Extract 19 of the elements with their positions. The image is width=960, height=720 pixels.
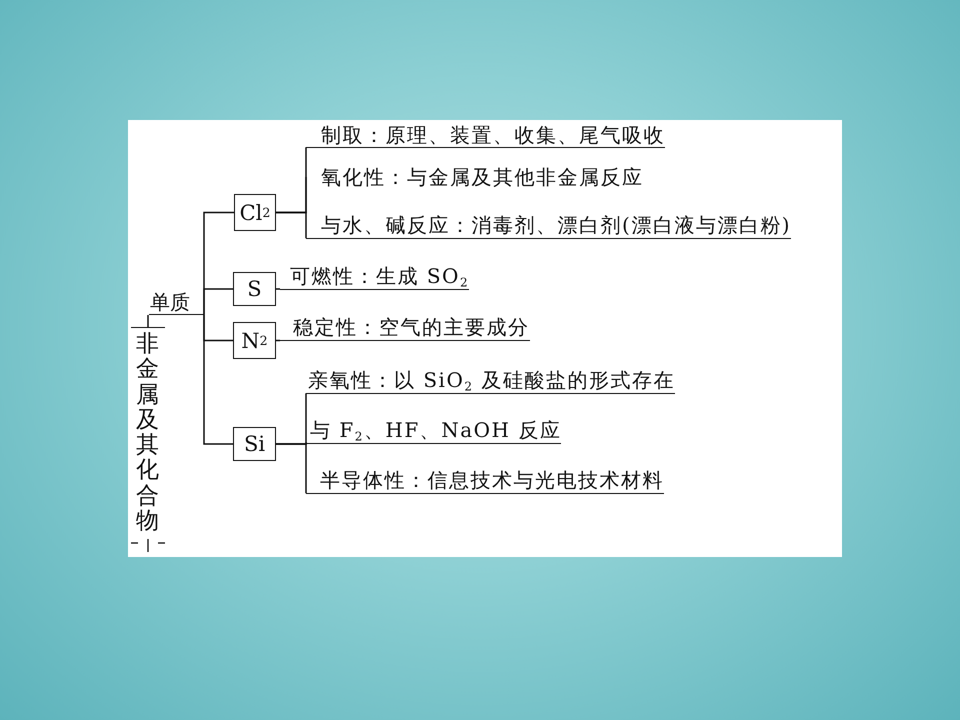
category-label: 单质 [149, 290, 204, 315]
connector-line [276, 443, 307, 494]
connector-line [147, 315, 149, 327]
connector-line [276, 340, 280, 342]
property-text: 稳定性：空气的主要成分 [280, 314, 530, 341]
property-text: 半导体性：信息技术与光电技术材料 [306, 467, 664, 494]
property-text: 与 F$_{2}$、HF、NaOH 反应 [307, 417, 562, 444]
property-text: 亲氧性：以 SiO$_{2}$ 及硅酸盐的形式存在 [306, 367, 675, 394]
vertical-title: 非金属及其化合物 [136, 332, 159, 534]
element-box: Si [233, 427, 276, 461]
connector-line [276, 212, 307, 239]
connector-line [276, 288, 280, 290]
property-text: 氧化性：与金属及其他非金属反应 [306, 164, 644, 190]
property-text: 可燃性：生成 SO$_{2}$ [280, 263, 470, 290]
connector-line [203, 288, 233, 315]
connector-line [203, 314, 233, 445]
property-text: 制取：原理、装置、收集、尾气吸收 [306, 122, 665, 148]
property-text: 与水、碱反应：消毒剂、漂白剂(漂白液与漂白粉) [306, 212, 792, 239]
element-box: S [233, 272, 276, 306]
